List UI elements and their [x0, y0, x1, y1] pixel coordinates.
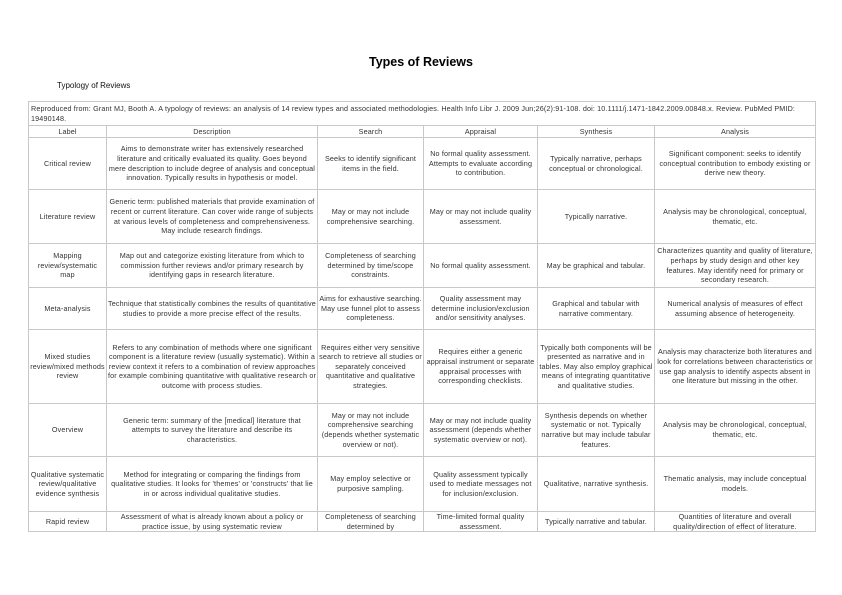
review-types-table: Reproduced from: Grant MJ, Booth A. A ty… — [28, 101, 816, 533]
cell-search: May or may not include comprehensive sea… — [317, 403, 424, 457]
cell-description: Refers to any combination of methods whe… — [106, 329, 318, 404]
cell-synthesis: Typically narrative. — [537, 189, 655, 244]
cell-appraisal: Quality assessment typically used to med… — [423, 456, 538, 512]
table-row: Mapping review/systematic map Map out an… — [28, 243, 816, 288]
table-row: Meta-analysis Technique that statistical… — [28, 287, 816, 330]
header-synthesis: Synthesis — [537, 125, 655, 138]
cell-analysis: Quantities of literature and overall qua… — [654, 510, 816, 533]
header-row: Label Description Search Appraisal Synth… — [28, 125, 816, 138]
cell-search: Completeness of searching determined by … — [317, 243, 424, 288]
cell-analysis: Significant component: seeks to identify… — [654, 137, 816, 190]
cell-search: Requires either very sensitive search to… — [317, 329, 424, 404]
header-search: Search — [317, 125, 424, 138]
cell-synthesis: Typically narrative and tabular. — [537, 510, 655, 533]
cell-appraisal: Quality assessment may determine inclusi… — [423, 287, 538, 330]
cell-analysis: Analysis may characterize both literatur… — [654, 329, 816, 404]
document-subtitle: Typology of Reviews — [57, 81, 131, 90]
cell-synthesis: Qualitative, narrative synthesis. — [537, 456, 655, 512]
cell-analysis: Thematic analysis, may include conceptua… — [654, 456, 816, 512]
table-row: Rapid review Assessment of what is alrea… — [28, 510, 816, 533]
cell-analysis: Characterizes quantity and quality of li… — [654, 243, 816, 288]
cell-appraisal: No formal quality assessment. Attempts t… — [423, 137, 538, 190]
cell-appraisal: May or may not include quality assessmen… — [423, 189, 538, 244]
cell-description: Generic term: summary of the [medical] l… — [106, 403, 318, 457]
cell-appraisal: Time-limited formal quality assessment. — [423, 510, 538, 533]
table-row: Qualitative systematic review/qualitativ… — [28, 456, 816, 512]
cell-label: Mixed studies review/mixed methods revie… — [28, 329, 107, 404]
cell-description: Assessment of what is already known abou… — [106, 510, 318, 533]
cell-synthesis: May be graphical and tabular. — [537, 243, 655, 288]
cell-description: Generic term: published materials that p… — [106, 189, 318, 244]
document-title: Types of Reviews — [369, 55, 473, 69]
cell-synthesis: Typically narrative, perhaps conceptual … — [537, 137, 655, 190]
cell-search: Completeness of searching determined by — [317, 510, 424, 533]
source-row: Reproduced from: Grant MJ, Booth A. A ty… — [28, 101, 816, 126]
cell-description: Map out and categorize existing literatu… — [106, 243, 318, 288]
cell-label: Meta-analysis — [28, 287, 107, 330]
cell-appraisal: May or may not include quality assessmen… — [423, 403, 538, 457]
header-description: Description — [106, 125, 318, 138]
cell-search: Seeks to identify significant items in t… — [317, 137, 424, 190]
cell-description: Method for integrating or comparing the … — [106, 456, 318, 512]
cell-search: Aims for exhaustive searching. May use f… — [317, 287, 424, 330]
cell-label: Literature review — [28, 189, 107, 244]
cell-label: Qualitative systematic review/qualitativ… — [28, 456, 107, 512]
table-row: Mixed studies review/mixed methods revie… — [28, 329, 816, 404]
cell-search: May employ selective or purposive sampli… — [317, 456, 424, 512]
cell-analysis: Analysis may be chronological, conceptua… — [654, 189, 816, 244]
header-analysis: Analysis — [654, 125, 816, 138]
table-row: Literature review Generic term: publishe… — [28, 189, 816, 244]
cell-analysis: Numerical analysis of measures of effect… — [654, 287, 816, 330]
table-row: Overview Generic term: summary of the [m… — [28, 403, 816, 457]
cell-analysis: Analysis may be chronological, conceptua… — [654, 403, 816, 457]
header-appraisal: Appraisal — [423, 125, 538, 138]
cell-label: Overview — [28, 403, 107, 457]
cell-label: Mapping review/systematic map — [28, 243, 107, 288]
cell-search: May or may not include comprehensive sea… — [317, 189, 424, 244]
source-citation: Reproduced from: Grant MJ, Booth A. A ty… — [28, 101, 816, 126]
header-label: Label — [28, 125, 107, 138]
cell-appraisal: Requires either a generic appraisal inst… — [423, 329, 538, 404]
cell-label: Rapid review — [28, 510, 107, 533]
table-row: Critical review Aims to demonstrate writ… — [28, 137, 816, 190]
cell-label: Critical review — [28, 137, 107, 190]
cell-synthesis: Typically both components will be presen… — [537, 329, 655, 404]
cell-synthesis: Graphical and tabular with narrative com… — [537, 287, 655, 330]
cell-description: Aims to demonstrate writer has extensive… — [106, 137, 318, 190]
cell-description: Technique that statistically combines th… — [106, 287, 318, 330]
cell-synthesis: Synthesis depends on whether systematic … — [537, 403, 655, 457]
cell-appraisal: No formal quality assessment. — [423, 243, 538, 288]
